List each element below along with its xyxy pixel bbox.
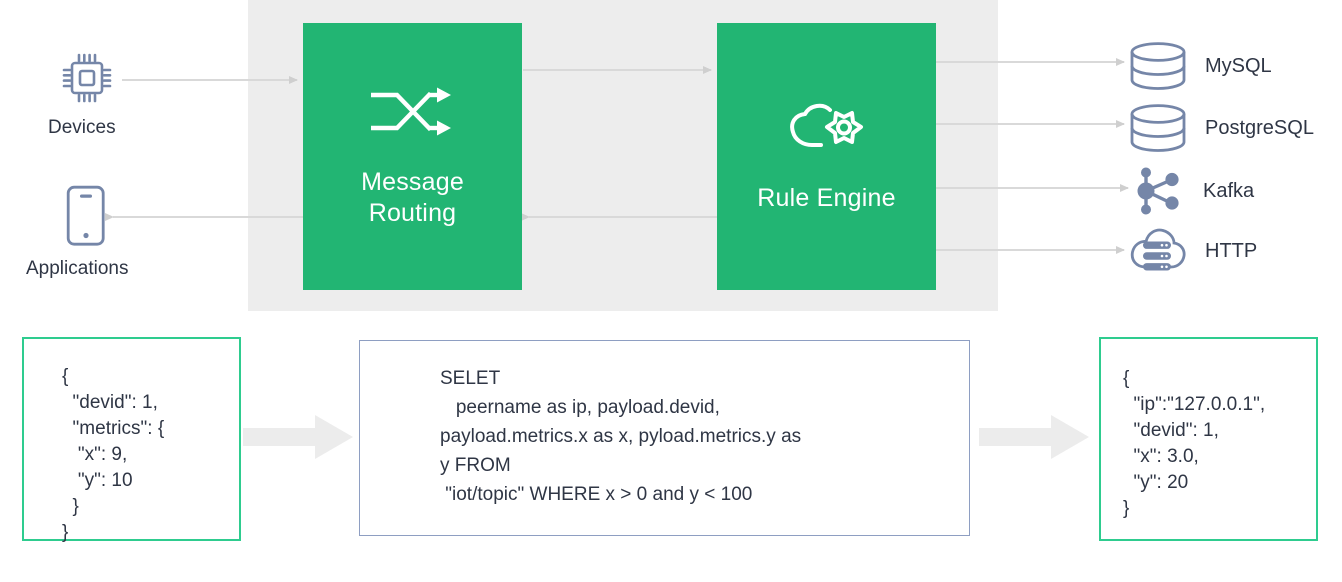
payload-output-box: { "ip":"127.0.0.1", "devid": 1, "x": 3.0… — [1099, 337, 1318, 541]
block-arrow-sql-to-output — [979, 415, 1089, 459]
payload-output-text: { "ip":"127.0.0.1", "devid": 1, "x": 3.0… — [1123, 368, 1266, 519]
payload-input-box: { "devid": 1, "metrics": { "x": 9, "y": … — [22, 337, 241, 543]
sink-postgresql: PostgreSQL — [1129, 103, 1314, 153]
cloud-server-icon — [1129, 227, 1187, 275]
sink-postgresql-label: PostgreSQL — [1205, 117, 1314, 139]
shuffle-routing-icon — [370, 85, 455, 145]
sink-http: HTTP — [1129, 227, 1257, 275]
stage-message-routing-label: Message Routing — [361, 167, 464, 227]
sink-mysql: MySQL — [1129, 41, 1272, 91]
stage-rule-engine-label: Rule Engine — [757, 184, 896, 212]
database-icon — [1129, 41, 1187, 91]
cloud-gear-icon — [788, 99, 866, 161]
sink-kafka: Kafka — [1133, 165, 1254, 217]
endpoint-devices-label: Devices — [48, 117, 116, 138]
endpoint-devices: Devices — [26, 50, 166, 140]
block-arrow-input-to-sql — [243, 415, 353, 459]
kafka-nodes-icon — [1133, 165, 1185, 217]
sink-kafka-label: Kafka — [1203, 180, 1255, 202]
chip-icon — [59, 50, 166, 106]
payload-input-text: { "devid": 1, "metrics": { "x": 9, "y": … — [62, 366, 165, 543]
payload-sql-text: SELET peername as ip, payload.devid, pay… — [440, 368, 802, 505]
database-icon — [1129, 103, 1187, 153]
endpoint-applications-label: Applications — [26, 258, 129, 279]
stage-message-routing[interactable]: Message Routing — [303, 23, 522, 290]
sink-mysql-label: MySQL — [1205, 55, 1272, 77]
endpoint-applications: Applications — [26, 185, 186, 281]
stage-rule-engine[interactable]: Rule Engine — [717, 23, 936, 290]
sink-http-label: HTTP — [1205, 240, 1258, 262]
mobile-phone-icon — [66, 185, 186, 247]
payload-sql-box: SELET peername as ip, payload.devid, pay… — [359, 340, 970, 536]
